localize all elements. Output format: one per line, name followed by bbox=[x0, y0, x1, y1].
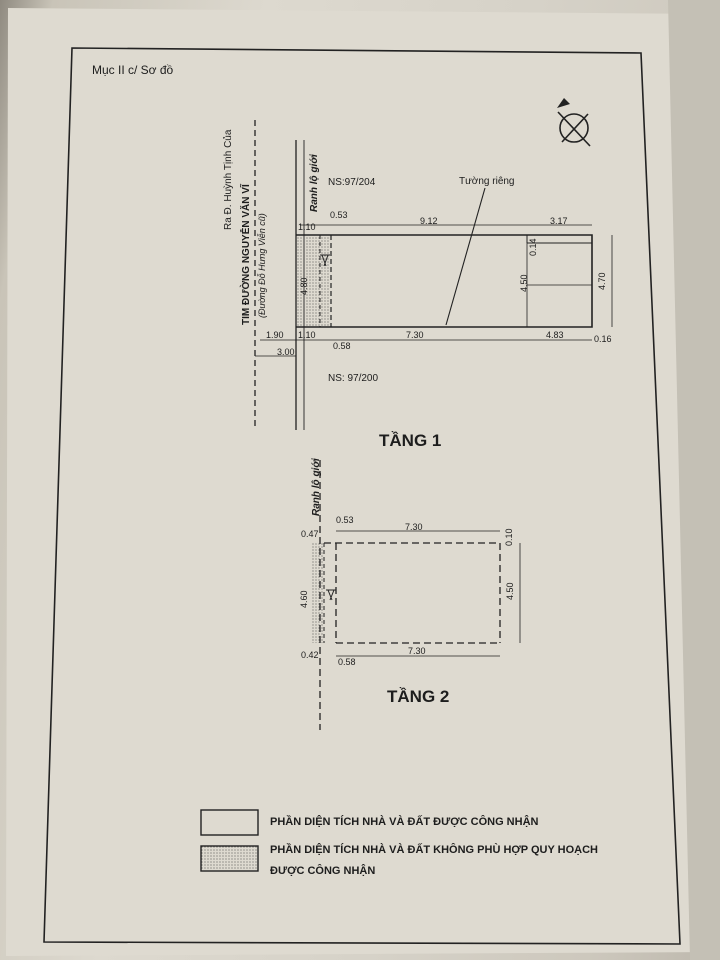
dim-f1-bottom-left-b: 1.10 bbox=[298, 330, 316, 340]
dim-f1-top-offset: 0.53 bbox=[330, 210, 348, 220]
street-direction-label: Ra Đ. Huỳnh Tịnh Của bbox=[223, 129, 234, 230]
dim-f2-notch: 0.10 bbox=[504, 528, 514, 546]
dim-f1-notch: 0.14 bbox=[528, 238, 538, 256]
private-wall-label: Tường riêng bbox=[459, 176, 515, 187]
neighbor-bottom-label: NS: 97/200 bbox=[328, 373, 379, 384]
floor2-plan bbox=[312, 530, 521, 657]
dim-f2-left-bottom: 0.42 bbox=[301, 650, 319, 660]
legend-nonconforming-line2: ĐƯỢC CÔNG NHẬN bbox=[270, 865, 376, 877]
floor1-plan bbox=[255, 187, 613, 357]
dim-f1-right-offset: 0.16 bbox=[594, 334, 612, 344]
dim-f1-to-centerline: 3.00 bbox=[277, 347, 295, 357]
dim-f2-bottom-length: 7.30 bbox=[408, 646, 426, 656]
dim-f1-inner-height: 4.50 bbox=[519, 274, 529, 292]
street-centerline-label: TIM ĐƯỜNG NGUYỄN VĂN VĨ bbox=[241, 184, 252, 325]
floor2-title: TẦNG 2 bbox=[387, 687, 450, 706]
legend-box-recognized bbox=[200, 809, 259, 836]
street-old-name-label: (Đường Đỗ Hưng Viễn cũ) bbox=[257, 213, 267, 318]
dim-f1-bottom-length: 7.30 bbox=[406, 330, 424, 340]
dim-f2-right-height: 4.50 bbox=[505, 582, 515, 600]
dim-f1-right-height: 4.70 bbox=[597, 272, 607, 290]
legend-nonconforming-line1: PHẦN DIỆN TÍCH NHÀ VÀ ĐẤT KHÔNG PHÙ HỢP … bbox=[270, 844, 598, 856]
neighbor-top-label: NS:97/204 bbox=[328, 177, 376, 188]
dim-f2-top-length: 7.30 bbox=[405, 522, 423, 532]
boundary-label-floor2: Ranh lộ giới bbox=[311, 458, 322, 516]
boundary-label-floor1: Ranh lộ giới bbox=[309, 154, 320, 212]
dim-f1-top-left-width: 1.10 bbox=[298, 222, 316, 232]
dim-f2-bottom-offset: 0.58 bbox=[338, 657, 356, 667]
dim-f1-height-left: 4.80 bbox=[299, 277, 309, 295]
dim-f1-bottom-offset: 0.58 bbox=[333, 341, 351, 351]
legend-box-nonconforming bbox=[200, 845, 259, 872]
dim-f2-top-offset: 0.53 bbox=[336, 515, 354, 525]
floor1-title: TẦNG 1 bbox=[379, 431, 442, 450]
dim-f1-bottom-right: 4.83 bbox=[546, 330, 564, 340]
dim-f2-height-left: 4.60 bbox=[299, 590, 309, 608]
paper-sheet bbox=[6, 8, 716, 956]
legend-recognized-label: PHẦN DIỆN TÍCH NHÀ VÀ ĐẤT ĐƯỢC CÔNG NHẬN bbox=[270, 816, 539, 828]
dim-f1-top-length: 9.12 bbox=[420, 216, 438, 226]
north-arrow-icon bbox=[557, 98, 591, 147]
dim-f1-bottom-left-a: 1.90 bbox=[266, 330, 284, 340]
paper-right-fold bbox=[668, 0, 720, 960]
dim-f1-top-right: 3.17 bbox=[550, 216, 568, 226]
section-title: Mục II c/ Sơ đồ bbox=[92, 63, 174, 77]
dim-f2-left-top: 0.47 bbox=[301, 529, 319, 539]
drawing-frame bbox=[43, 47, 681, 945]
